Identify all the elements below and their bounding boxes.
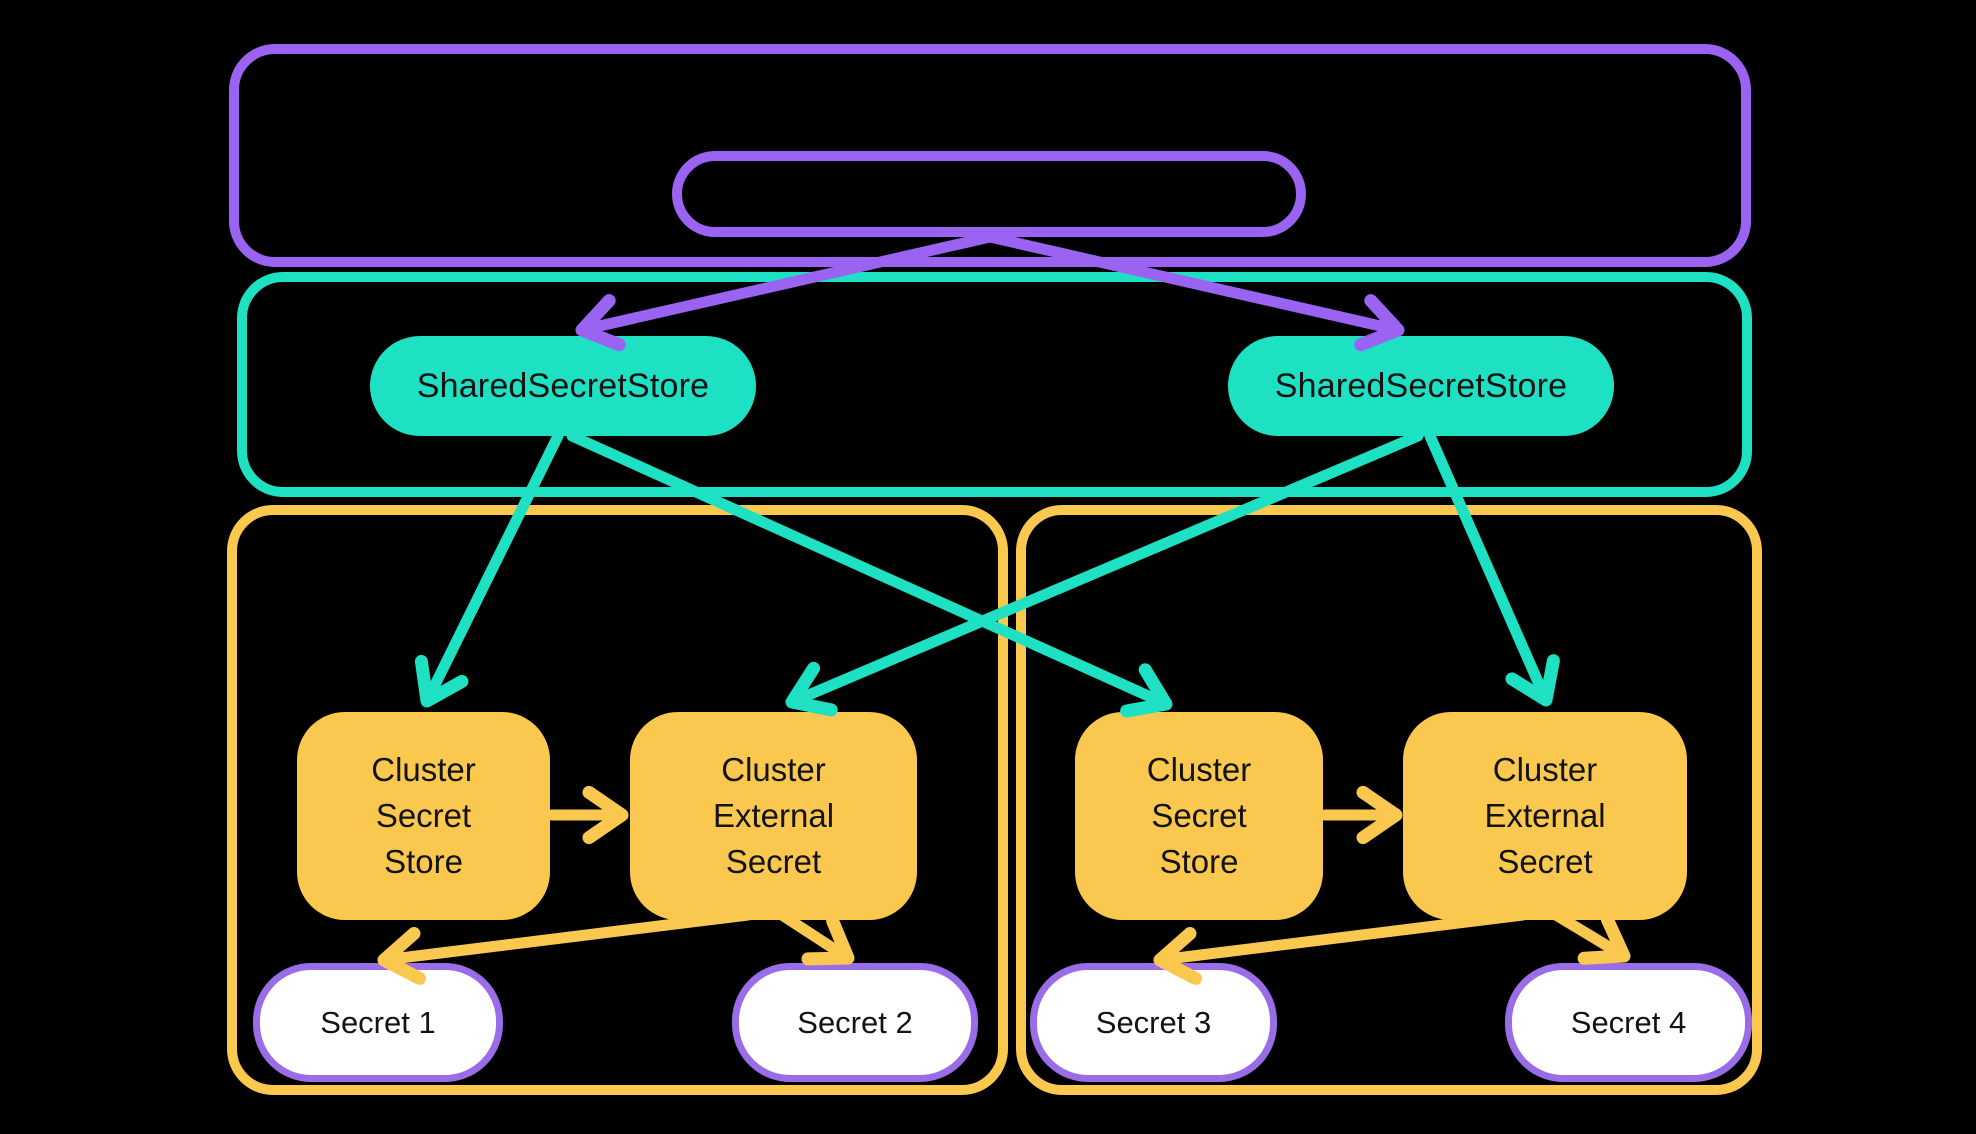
secret3-label: Secret 3	[1095, 1004, 1212, 1040]
secret1-label: Secret 1	[320, 1004, 436, 1040]
secret1-pill: Secret 1	[253, 963, 503, 1082]
cluster2-secret-store-label: Cluster Secret Store	[1146, 750, 1252, 881]
root-pill	[672, 151, 1306, 237]
cluster1-secret-store-node: Cluster Secret Store	[297, 712, 550, 920]
cluster2-external-secret-label: Cluster External Secret	[1484, 750, 1606, 881]
secret3-pill: Secret 3	[1030, 963, 1277, 1082]
cluster1-secret-store-label: Cluster Secret Store	[371, 750, 476, 881]
shared-secret-store-left-pill: SharedSecretStore	[370, 336, 756, 436]
secret4-pill: Secret 4	[1505, 963, 1752, 1082]
shared-secret-store-left-label: SharedSecretStore	[416, 366, 710, 405]
cluster1-external-secret-node: Cluster External Secret	[630, 712, 917, 920]
cluster1-external-secret-label: Cluster External Secret	[712, 750, 835, 881]
secret4-label: Secret 4	[1570, 1004, 1687, 1040]
cluster2-external-secret-node: Cluster External Secret	[1403, 712, 1687, 920]
secret2-label: Secret 2	[797, 1004, 913, 1040]
shared-secret-store-right-label: SharedSecretStore	[1274, 366, 1568, 405]
cluster2-secret-store-node: Cluster Secret Store	[1075, 712, 1323, 920]
shared-secret-store-right-pill: SharedSecretStore	[1228, 336, 1614, 436]
secret2-pill: Secret 2	[732, 963, 978, 1082]
